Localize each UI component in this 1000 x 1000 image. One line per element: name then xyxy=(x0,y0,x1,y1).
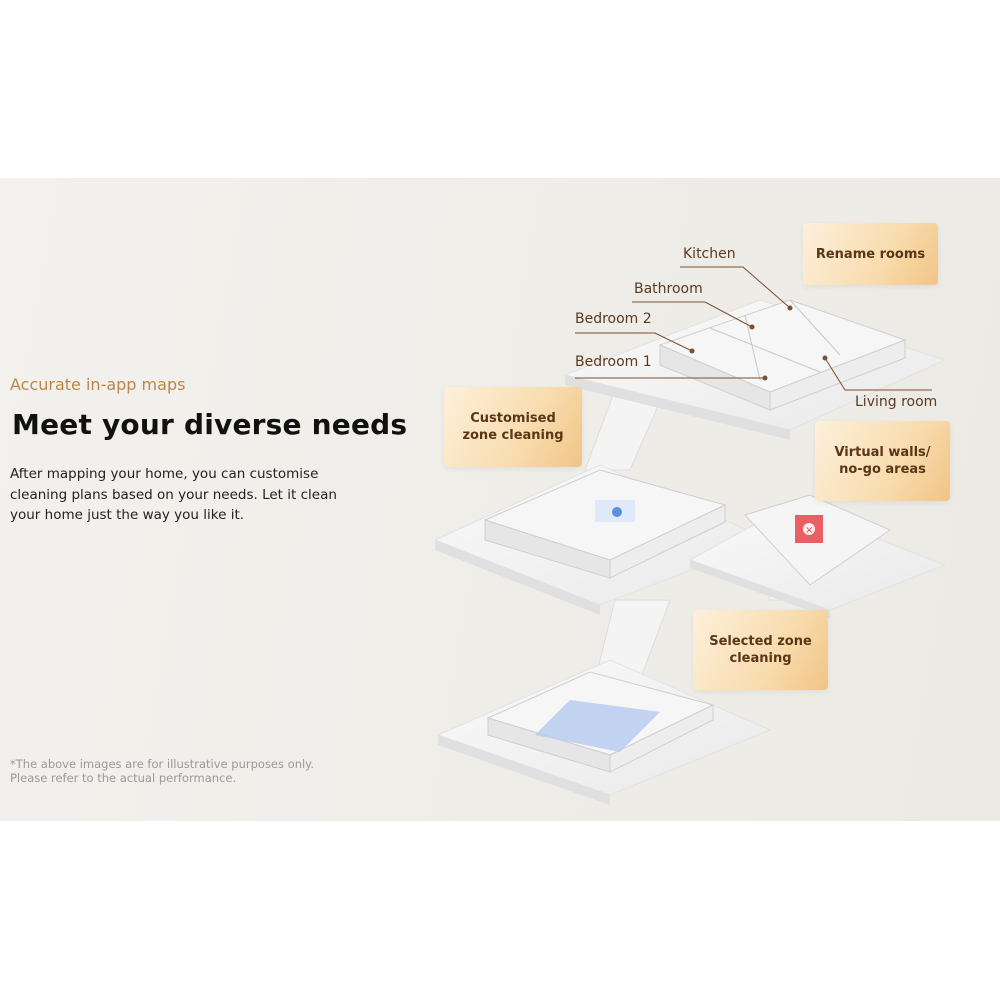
callout-text: Rename rooms xyxy=(815,246,926,262)
side-floor-platform: × xyxy=(688,494,947,618)
disclaimer: *The above images are for illustrative p… xyxy=(10,757,314,785)
close-icon: × xyxy=(805,525,813,536)
disclaimer-line-2: Please refer to the actual performance. xyxy=(10,771,237,785)
selected-zone xyxy=(535,700,660,752)
eyebrow-text: Accurate in-app maps xyxy=(10,375,186,394)
callout-text-line-1: Selected zone xyxy=(709,634,812,649)
description-text: After mapping your home, you can customi… xyxy=(10,466,337,523)
callout-virtual-walls: Virtual walls/no-go areas xyxy=(815,421,950,501)
bottom-floor-platform xyxy=(436,659,772,805)
disclaimer-line-1: *The above images are for illustrative p… xyxy=(10,757,314,771)
room-label-kitchen: Kitchen xyxy=(683,246,736,262)
callout-customised-zone-cleaning: Customised zone cleaning xyxy=(444,387,582,467)
room-label-bedroom-2: Bedroom 2 xyxy=(575,311,652,327)
callout-text-line-1: Customised xyxy=(470,411,556,426)
room-label-living-room: Living room xyxy=(855,394,938,410)
callout-selected-zone-cleaning: Selected zone cleaning xyxy=(693,610,828,690)
page-title: Meet your diverse needs xyxy=(12,408,408,441)
room-leader-lines xyxy=(575,266,932,391)
top-floor-platform xyxy=(563,299,947,440)
callout-text-line-1: Virtual walls/ xyxy=(834,445,931,460)
callout-rename-rooms: Rename rooms xyxy=(803,223,938,285)
robot-position-icon xyxy=(612,507,622,517)
room-label-bedroom-1: Bedroom 1 xyxy=(575,354,652,370)
callout-text-line-2: zone cleaning xyxy=(462,428,564,443)
room-label-bathroom: Bathroom xyxy=(634,281,703,297)
callout-text-line-2: no-go areas xyxy=(839,462,926,477)
middle-floor-platform xyxy=(433,464,772,615)
callout-text-line-2: cleaning xyxy=(729,651,792,666)
